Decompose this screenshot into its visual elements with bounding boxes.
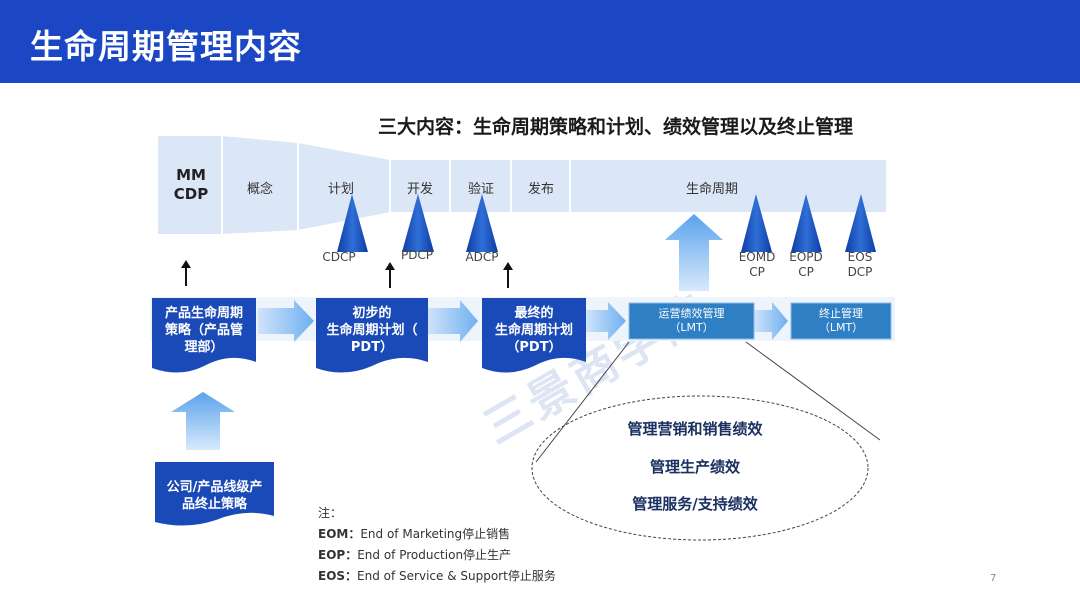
stage-lifecycle: 生命周期 <box>685 182 738 197</box>
gate-label-eosdcp: EOS DCP <box>847 250 873 279</box>
flow-arrow <box>754 302 788 340</box>
note-abbr: EOS： <box>318 569 358 583</box>
doc-shape <box>482 298 586 373</box>
box-operations-text: 运营绩效管理 （LMT） <box>658 307 725 334</box>
stage-verify: 验证 <box>467 182 494 197</box>
doc-lifecycle-strategy: 产品生命周期 策略（产品管 理部） <box>164 306 243 355</box>
mm-cdp-label: MM CDP <box>160 166 222 204</box>
doc-termination-strategy: 公司/产品线级产 品终止策略 <box>166 480 263 512</box>
notes-title: 注： <box>318 506 343 520</box>
small-up-arrow <box>181 260 191 286</box>
gate-triangle-eosdcp <box>845 194 876 252</box>
note-abbr: EOM： <box>318 527 361 541</box>
gate-triangle-eomdcp <box>741 194 772 252</box>
note-eop: EOP：End of Production停止生产 <box>318 545 556 566</box>
ellipse-item-marketing: 管理营销和销售绩效 <box>627 420 763 438</box>
performance-ellipse <box>531 395 869 541</box>
mm-cdp-text: MM CDP <box>173 166 209 203</box>
gate-triangle-eopdcp <box>791 194 822 252</box>
ellipse-item-service: 管理服务/支持绩效 <box>632 495 758 513</box>
ellipse-item-production: 管理生产绩效 <box>649 458 740 476</box>
stage-concept: 概念 <box>246 182 273 197</box>
gate-triangle-pdcp <box>402 194 434 252</box>
timeline-band <box>158 136 886 234</box>
flow-arrow <box>586 302 626 340</box>
doc-shape <box>155 462 274 526</box>
stage-release: 发布 <box>527 182 554 197</box>
stage-develop: 开发 <box>406 182 433 197</box>
notes: 注： EOM：End of Marketing停止销售 EOP：End of P… <box>318 503 556 587</box>
box-operations <box>628 302 755 340</box>
small-up-arrow <box>385 262 395 288</box>
doc-shape <box>316 298 428 373</box>
note-text: End of Service & Support停止服务 <box>357 569 556 583</box>
gate-label-pdcp: PDCP <box>400 248 434 262</box>
subtitle: 三大内容：生命周期策略和计划、绩效管理以及终止管理 <box>378 116 854 138</box>
note-text: End of Production停止生产 <box>357 548 512 562</box>
header-bar: 生命周期管理内容 <box>0 0 1080 83</box>
flow-arrow <box>428 300 478 342</box>
doc-shape <box>152 298 256 373</box>
strategy-up-arrow <box>171 392 235 450</box>
gate-label-eopdcp: EOPD CP <box>789 250 823 279</box>
small-up-arrow <box>503 262 513 288</box>
note-eos: EOS：End of Service & Support停止服务 <box>318 566 556 587</box>
box-termination <box>790 302 892 340</box>
note-text: End of Marketing停止销售 <box>360 527 511 541</box>
gate-triangle-cdcp <box>337 194 368 252</box>
page-number: 7 <box>990 573 997 584</box>
lifecycle-up-arrow <box>665 214 723 291</box>
note-abbr: EOP： <box>318 548 358 562</box>
gate-label-adcp: ADCP <box>465 250 499 264</box>
gate-triangle-adcp <box>466 194 498 252</box>
gate-label-cdcp: CDCP <box>322 250 356 264</box>
stage-plan: 计划 <box>327 182 354 197</box>
doc-preliminary-plan: 初步的 生命周期计划（ PDT） <box>326 306 418 355</box>
flow-arrow <box>258 300 314 342</box>
box-termination-text: 终止管理 （LMT） <box>818 307 864 334</box>
doc-final-plan: 最终的 生命周期计划 （PDT） <box>494 306 573 355</box>
gate-label-eomdcp: EOMD CP <box>738 250 776 279</box>
page-title: 生命周期管理内容 <box>30 27 302 66</box>
zoom-line <box>745 341 881 441</box>
zoom-line <box>535 341 630 463</box>
note-eom: EOM：End of Marketing停止销售 <box>318 524 556 545</box>
